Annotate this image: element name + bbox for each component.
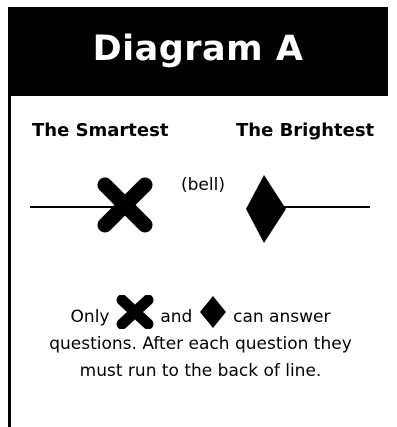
x-mark-icon xyxy=(116,295,154,329)
caption-and: and xyxy=(160,307,193,327)
caption-can-answer: can answer xyxy=(233,307,331,327)
caption-line-3: must run to the back of line. xyxy=(79,361,322,381)
caption: Only and can answer questions. After eac… xyxy=(13,295,388,385)
panel-border-right xyxy=(385,7,388,96)
smartest-label: The Smartest xyxy=(32,120,169,141)
diagram-panel: Diagram A The Smartest The Brightest (be… xyxy=(8,7,388,427)
x-mark-icon xyxy=(97,177,153,233)
header-bar: Diagram A xyxy=(8,7,388,90)
line-diagram xyxy=(30,175,370,243)
bell-label: (bell) xyxy=(181,175,225,195)
panel-border-left xyxy=(8,7,11,427)
caption-line-2: questions. After each question they xyxy=(49,334,352,354)
diamond-icon xyxy=(246,175,286,243)
header-divider xyxy=(8,90,388,96)
page-title: Diagram A xyxy=(92,28,304,69)
diamond-icon xyxy=(199,296,226,328)
caption-only: Only xyxy=(70,307,110,327)
brightest-label: The Brightest xyxy=(236,120,375,141)
panel-border-top xyxy=(8,7,388,9)
